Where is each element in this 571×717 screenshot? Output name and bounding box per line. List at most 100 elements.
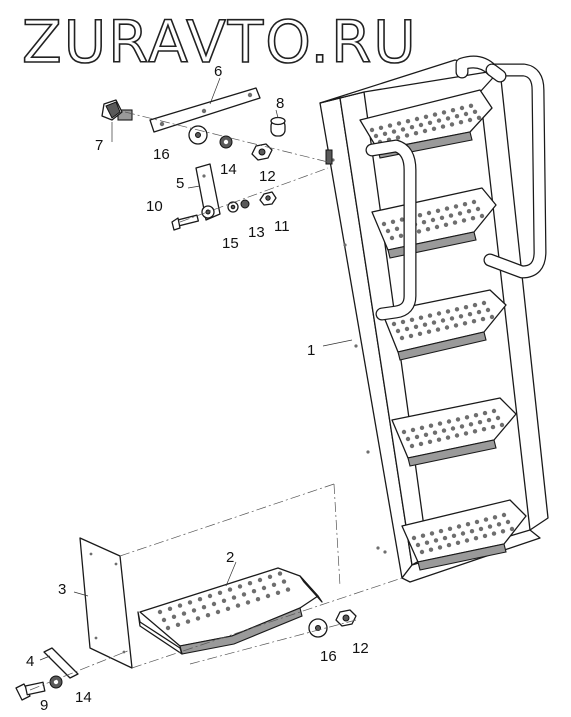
perforation-hole <box>477 420 483 425</box>
perforation-hole <box>285 587 291 592</box>
perforation-hole <box>245 600 251 605</box>
callout-16-bottom: 16 <box>320 648 337 665</box>
perforation-hole <box>446 542 452 548</box>
perforation-hole <box>492 515 498 520</box>
perforation-hole <box>468 103 474 109</box>
perforation-hole <box>479 213 485 219</box>
perforation-hole <box>463 305 469 310</box>
perforation-hole <box>405 119 411 124</box>
perforation-hole <box>277 571 283 576</box>
perforation-hole <box>265 593 271 599</box>
perforation-hole <box>382 131 388 136</box>
perforation-hole <box>389 235 395 241</box>
perforation-hole <box>175 622 181 627</box>
perforation-hole <box>400 127 406 132</box>
washer-part-13-a <box>227 201 239 213</box>
nut-part-12-bottom <box>335 609 357 627</box>
perforation-hole <box>457 211 463 216</box>
perforation-hole <box>408 333 414 339</box>
perforation-hole <box>395 135 401 140</box>
perforation-hole <box>452 220 458 225</box>
bolt-part-10 <box>171 214 200 231</box>
perforation-hole <box>427 313 433 318</box>
nut-part-11 <box>259 191 277 206</box>
perforation-hole <box>400 319 406 325</box>
perforation-hole <box>398 233 404 238</box>
callout-5: 5 <box>176 175 184 192</box>
callout-14-top: 14 <box>220 161 237 178</box>
perforation-hole <box>468 422 474 427</box>
perforation-hole <box>445 116 451 121</box>
perforation-hole <box>378 125 384 130</box>
perforation-hole <box>167 606 173 611</box>
perforation-hole <box>450 108 456 113</box>
perforation-hole <box>251 589 257 594</box>
perforation-hole <box>487 524 493 529</box>
perforation-hole <box>396 121 402 126</box>
perforation-hole <box>261 585 267 591</box>
perforation-hole <box>201 605 207 610</box>
perforation-hole <box>390 219 396 224</box>
perforation-hole <box>381 221 387 227</box>
perforation-hole <box>425 227 431 232</box>
perforation-hole <box>446 419 452 424</box>
perforation-hole <box>496 522 502 527</box>
perforation-hole <box>419 549 425 555</box>
perforation-hole <box>434 224 440 230</box>
perforation-hole <box>161 617 167 623</box>
perforation-hole <box>419 425 425 430</box>
perforation-hole <box>454 307 460 312</box>
perforation-hole <box>413 324 419 329</box>
perforation-hole <box>423 432 429 437</box>
perforation-hole <box>464 538 470 543</box>
perforation-hole <box>444 325 450 330</box>
perforation-hole <box>470 216 476 221</box>
callout-8: 8 <box>276 95 284 112</box>
perforation-hole <box>271 582 277 587</box>
perforation-hole <box>441 110 447 115</box>
callout-10: 10 <box>146 198 163 215</box>
perforation-hole <box>195 616 201 621</box>
perforation-hole <box>472 109 478 115</box>
perforation-hole <box>478 526 484 532</box>
perforation-hole <box>205 613 211 618</box>
perforation-hole <box>247 581 253 586</box>
bolt-part-7 <box>101 99 133 121</box>
perforation-hole <box>509 526 515 532</box>
perforation-hole <box>464 415 470 420</box>
perforation-hole <box>399 335 405 341</box>
callout-1: 1 <box>307 342 315 359</box>
perforation-hole <box>427 120 433 126</box>
bolt-part-9 <box>15 681 46 701</box>
handrail-right <box>455 55 547 279</box>
perforation-hole <box>185 619 191 624</box>
perforation-hole <box>481 300 487 306</box>
perforation-hole <box>462 202 468 207</box>
perforation-hole <box>217 590 223 595</box>
perforation-hole <box>427 439 433 444</box>
perforation-hole <box>369 127 375 133</box>
perforation-hole <box>441 428 447 433</box>
perforation-hole <box>235 603 241 608</box>
perforation-hole <box>440 124 446 129</box>
perforation-hole <box>404 133 410 138</box>
perforation-hole <box>499 422 505 428</box>
perforation-hole <box>431 126 437 131</box>
perforation-hole <box>399 217 405 222</box>
perforation-hole <box>231 595 237 600</box>
perforation-hole <box>215 609 221 615</box>
perforation-hole <box>482 410 488 416</box>
perforation-hole <box>453 204 459 209</box>
perforation-hole <box>430 217 436 223</box>
perforation-hole <box>460 531 466 536</box>
perforation-hole <box>501 512 507 518</box>
perforation-hole <box>197 597 203 602</box>
perforation-hole <box>225 606 231 611</box>
perforation-hole <box>473 536 479 541</box>
perforation-hole <box>436 437 442 442</box>
perforation-hole <box>472 429 478 434</box>
perforation-hole <box>466 209 472 214</box>
perforation-hole <box>426 210 432 216</box>
perforation-hole <box>227 587 233 592</box>
perforation-hole <box>404 326 410 332</box>
